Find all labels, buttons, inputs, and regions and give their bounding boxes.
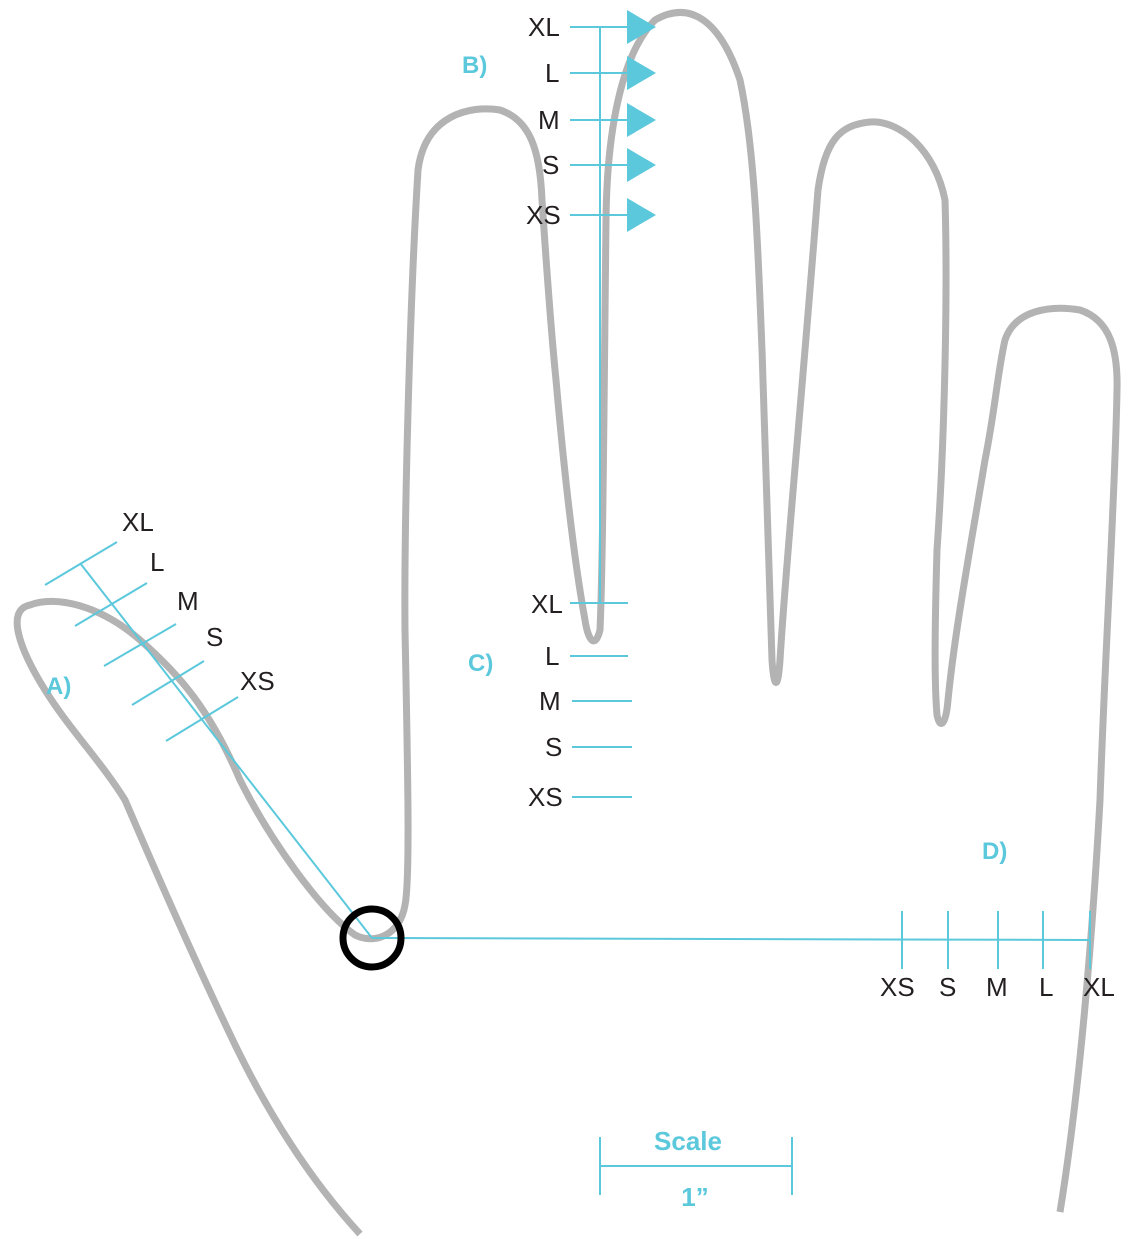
crotch-size-m: M bbox=[539, 686, 561, 716]
section-label-a: A) bbox=[46, 673, 71, 700]
fingertip-arrows bbox=[627, 10, 656, 232]
fingertip-size-xs: XS bbox=[526, 200, 561, 230]
palm-size-m: M bbox=[986, 972, 1008, 1002]
hand-outline bbox=[13, 9, 1121, 1237]
fingertip-size-l: L bbox=[545, 58, 559, 88]
thumb-size-l: L bbox=[150, 547, 164, 577]
thumb-size-s: S bbox=[206, 622, 223, 652]
arrow-s bbox=[627, 148, 656, 182]
measurement-guides bbox=[44, 26, 1091, 1195]
thumb-guide-line bbox=[79, 562, 373, 939]
thumb-tick-s bbox=[131, 660, 205, 706]
palm-size-l: L bbox=[1039, 972, 1053, 1002]
section-label-d: D) bbox=[982, 838, 1007, 865]
palm-size-xl: XL bbox=[1083, 972, 1115, 1002]
arrow-l bbox=[627, 56, 656, 90]
thumb-size-m: M bbox=[177, 586, 199, 616]
fingertip-size-xl: XL bbox=[528, 12, 560, 42]
arrow-xl bbox=[627, 10, 656, 44]
section-label-c: C) bbox=[468, 650, 493, 677]
scale-title: Scale bbox=[654, 1126, 722, 1156]
crotch-size-s: S bbox=[545, 732, 562, 762]
palm-guide-line bbox=[371, 937, 1091, 941]
thumb-tick-xl bbox=[44, 541, 118, 586]
crotch-size-xl: XL bbox=[531, 589, 563, 619]
fingertip-size-m: M bbox=[538, 105, 560, 135]
scale-unit: 1” bbox=[681, 1182, 708, 1212]
thumb-tick-l bbox=[74, 582, 148, 627]
fingertip-size-s: S bbox=[542, 150, 559, 180]
thumb-tick-xs bbox=[165, 696, 239, 742]
thumb-size-xs: XS bbox=[240, 666, 275, 696]
reference-point-circle bbox=[339, 905, 405, 971]
thumb-tick-m bbox=[103, 623, 177, 667]
palm-size-s: S bbox=[939, 972, 956, 1002]
arrow-xs bbox=[627, 198, 656, 232]
arrow-m bbox=[627, 103, 656, 137]
thumb-size-xl: XL bbox=[122, 507, 154, 537]
crotch-size-l: L bbox=[545, 641, 559, 671]
section-label-b: B) bbox=[462, 52, 487, 79]
crotch-size-xs: XS bbox=[528, 782, 563, 812]
palm-size-xs: XS bbox=[880, 972, 915, 1002]
